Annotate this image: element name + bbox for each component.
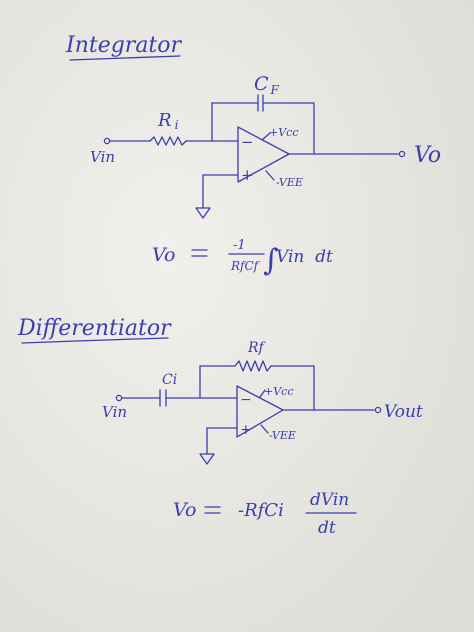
integrator-eq-num: -1 bbox=[233, 238, 246, 253]
integrator-ri-resistor bbox=[149, 136, 187, 146]
integrator-vee-lead bbox=[265, 170, 275, 181]
integrator-integral-sign: ∫ bbox=[263, 243, 279, 278]
differentiator-opamp bbox=[236, 385, 284, 438]
differentiator-title-underline bbox=[21, 337, 169, 344]
integrator-vcc-lead bbox=[261, 132, 271, 141]
integrator-eq-den: RfCf bbox=[230, 259, 261, 273]
integrator-eq-rhs: Vin dt bbox=[276, 247, 333, 267]
differentiator-eq-den: dt bbox=[318, 518, 336, 538]
differentiator-eq-num: dVin bbox=[310, 490, 349, 510]
differentiator-rf-resistor bbox=[234, 360, 272, 372]
integrator-vo-terminal bbox=[398, 150, 406, 158]
differentiator-eq-lhs: Vo bbox=[173, 499, 196, 521]
differentiator-vcc-label: +Vcc bbox=[264, 385, 293, 398]
integrator-plus-sign: + bbox=[241, 166, 254, 184]
integrator-vcc-label: +Vcc bbox=[269, 126, 298, 139]
differentiator-vout-label: Vout bbox=[384, 402, 423, 422]
differentiator-vee-lead bbox=[260, 424, 269, 434]
differentiator-vee-label: -VEE bbox=[269, 429, 296, 442]
differentiator-title: Differentiator bbox=[17, 316, 172, 341]
integrator-vo-label: Vo bbox=[414, 143, 441, 168]
differentiator-ci-label: Ci bbox=[162, 372, 177, 388]
differentiator-eq-coef: -RfCi bbox=[238, 500, 284, 521]
differentiator-minus-sign: − bbox=[240, 392, 252, 408]
integrator-title: Integrator bbox=[65, 33, 183, 58]
integrator-opamp bbox=[237, 126, 290, 183]
integrator-minus-sign: − bbox=[241, 133, 254, 151]
differentiator-vout-terminal bbox=[374, 406, 382, 414]
differentiator-ground-symbol bbox=[199, 453, 215, 465]
differentiator-vcc-lead bbox=[259, 389, 266, 398]
integrator-eq-lhs: Vo bbox=[152, 244, 175, 266]
integrator-title-underline bbox=[69, 55, 181, 61]
differentiator-vin-label: Vin bbox=[102, 403, 127, 421]
integrator-vee-label: -VEE bbox=[276, 176, 303, 189]
integrator-vin-label: Vin bbox=[90, 148, 115, 166]
differentiator-plus-sign: + bbox=[240, 422, 252, 438]
integrator-ground-symbol bbox=[195, 207, 211, 219]
differentiator-rf-label: Rf bbox=[247, 340, 267, 356]
